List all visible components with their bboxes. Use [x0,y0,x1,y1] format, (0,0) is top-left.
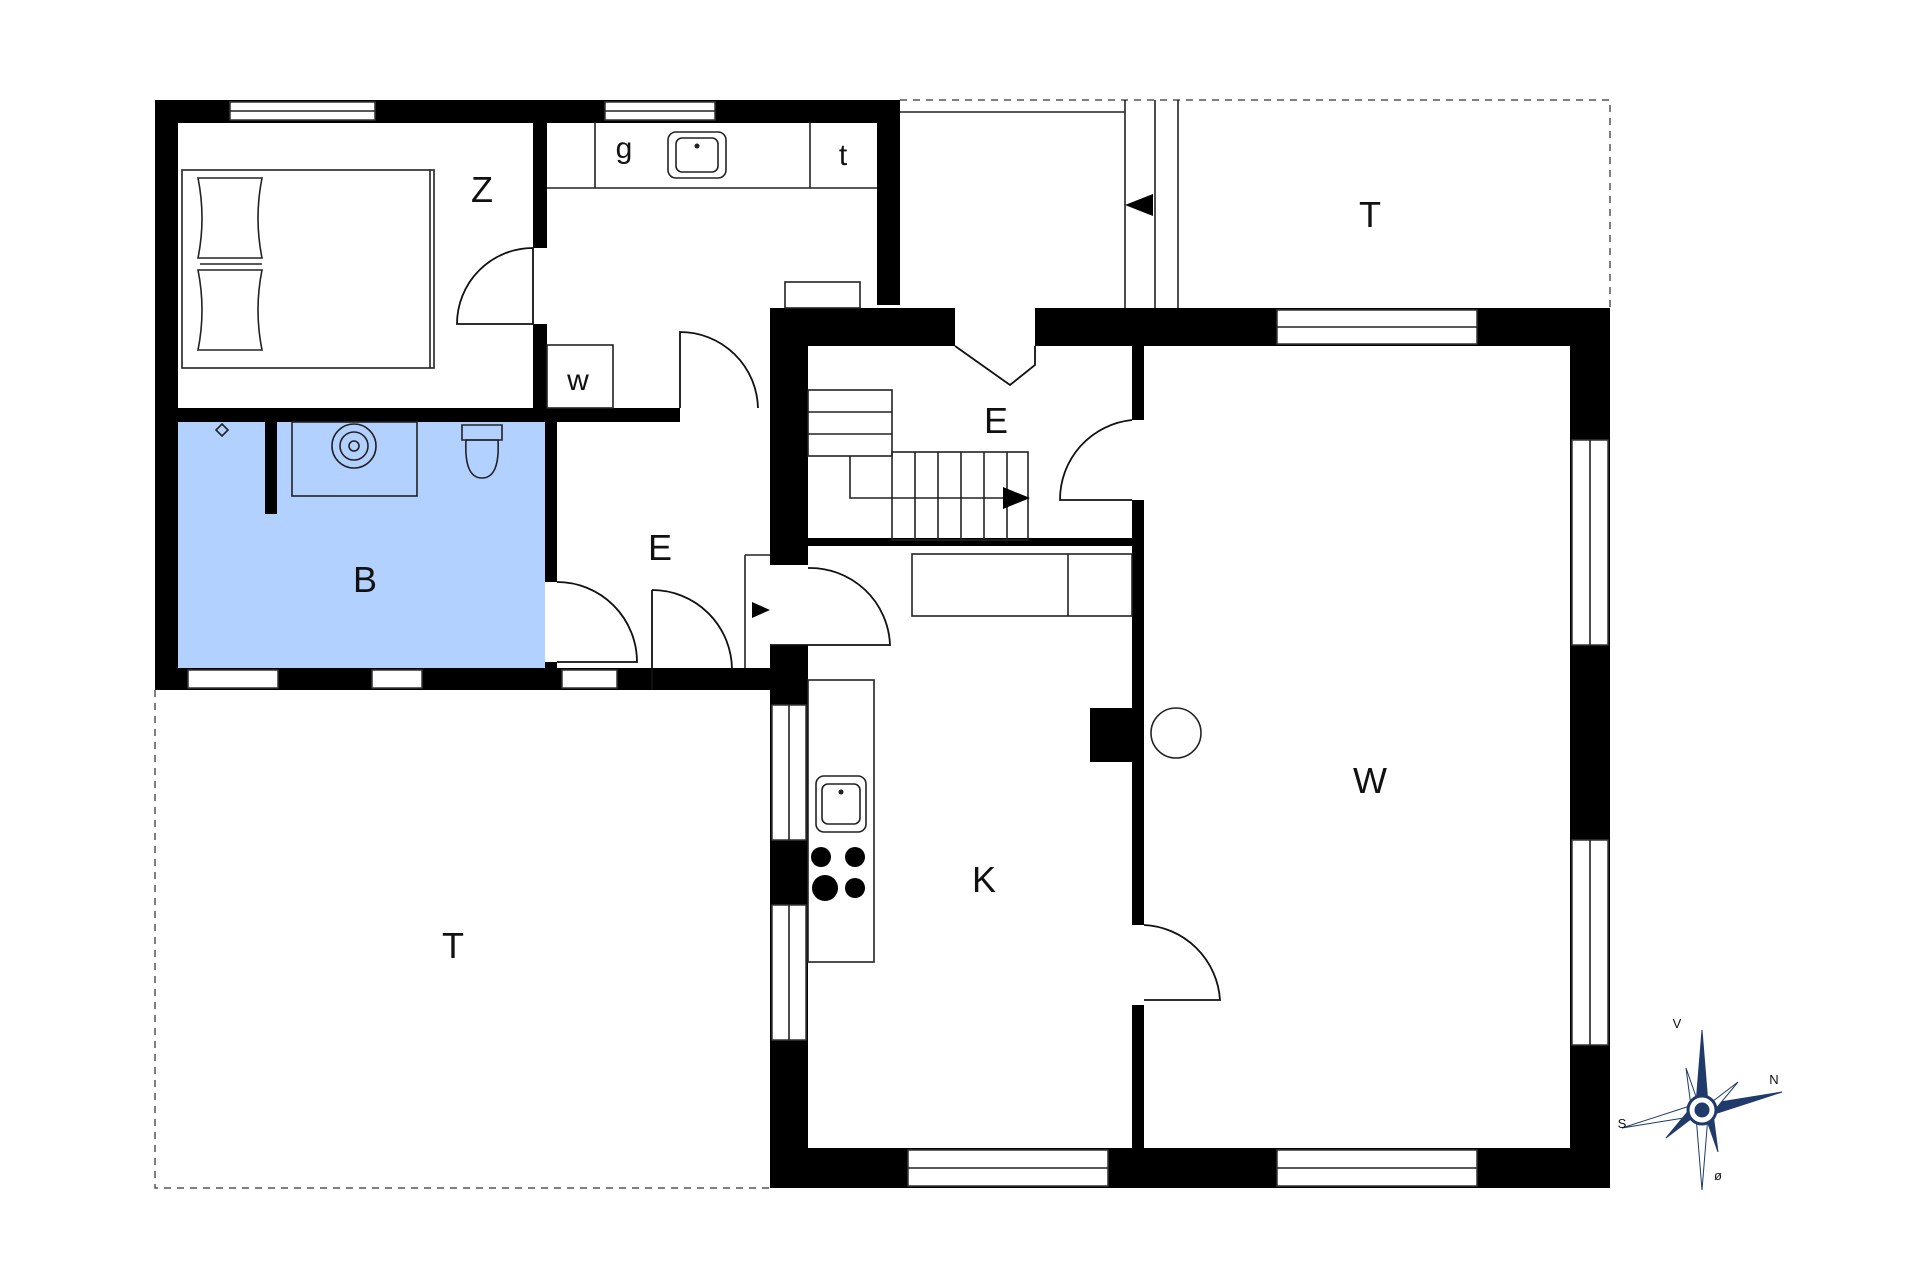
step-arrow-icon [1125,194,1153,216]
compass-label-east: ø [1714,1168,1722,1183]
washbasin-icon [331,423,377,469]
bathroom-highlight [178,422,548,668]
fixture-label-t: t [839,139,848,172]
room-label-bedroom: Z [471,169,493,210]
kitchen-fixtures [807,553,1202,963]
terrace-bottom-outline [154,690,770,1189]
room-label-terrace-top: T [1359,194,1381,235]
stove-pipe-icon [1150,707,1202,759]
compass-label-south: S [1618,1116,1627,1131]
compass-label-west: V [1673,1016,1682,1031]
fixture-label-w: w [566,364,589,397]
stove-icon [811,847,865,901]
doors [456,247,1221,1005]
fixture-label-g: g [616,132,633,165]
windows [187,101,1609,1187]
drain-icon [214,422,230,438]
stair-arrow-icon [1003,487,1030,509]
compass-rose: V N S ø [1618,1016,1783,1191]
double-bed [181,169,435,369]
compass-star-icon [1621,1029,1783,1191]
kitchen-sink-icon [815,775,867,833]
room-label-living: W [1353,760,1387,801]
counter-top [546,122,877,409]
terrace-top-outline [900,99,1611,310]
sink-icon [667,131,727,179]
room-label-bathroom: B [353,559,377,600]
room-label-entry-upper: E [984,400,1008,441]
room-label-entry-lower: E [648,527,672,568]
compass-label-north: N [1769,1072,1778,1087]
staircase [807,389,1030,541]
room-label-terrace-bottom: T [442,925,464,966]
bathroom-fixtures [214,421,503,497]
entry-arrow-icon [752,602,770,618]
toilet-icon [465,439,499,479]
room-label-kitchen: K [972,859,996,900]
